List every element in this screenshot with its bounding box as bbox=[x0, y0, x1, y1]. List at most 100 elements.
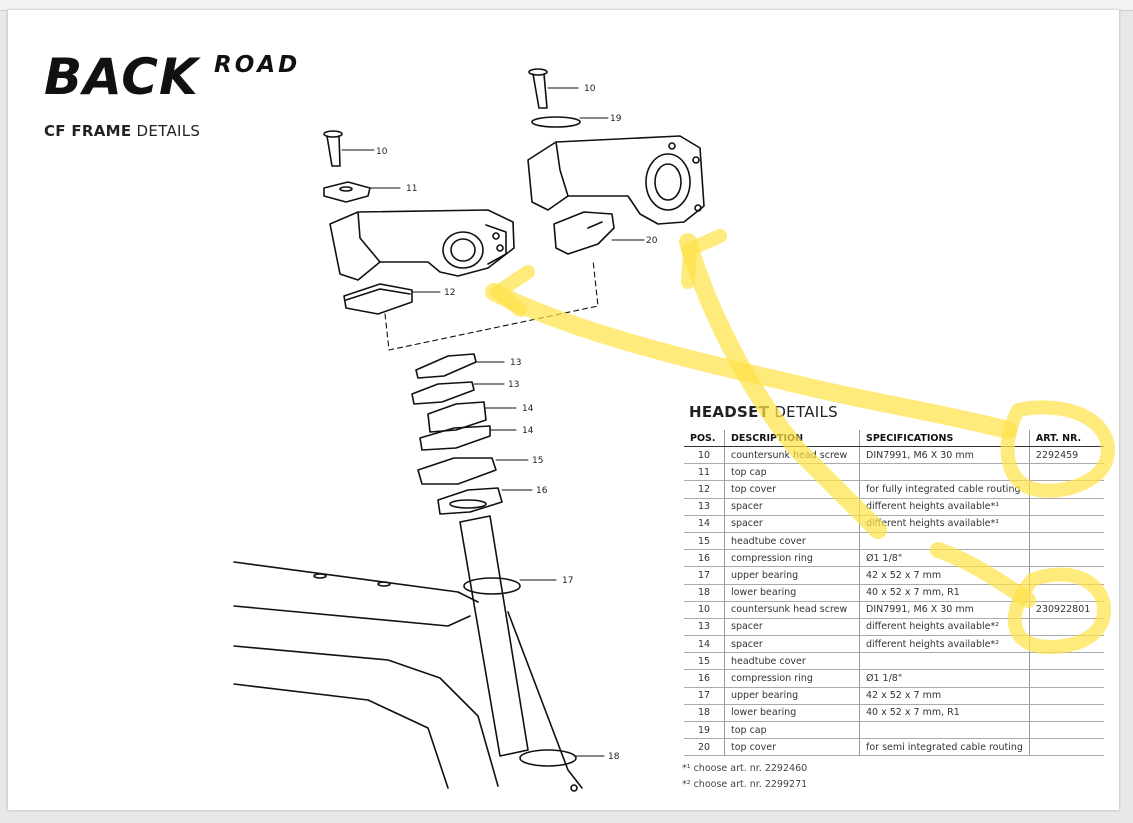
cell-specifications: different heights available*² bbox=[859, 635, 1030, 654]
cell-description: upper bearing bbox=[724, 687, 860, 705]
footnote-2: *² choose art. nr. 2299271 bbox=[682, 779, 808, 790]
cell-pos: 14 bbox=[684, 635, 725, 654]
document-page: BACK ROAD CF FRAME DETAILS bbox=[8, 10, 1119, 810]
cell-description: compression ring bbox=[724, 669, 860, 688]
cell-pos: 20 bbox=[684, 738, 725, 757]
frame-outline bbox=[233, 561, 583, 792]
frame-details-title-rest: DETAILS bbox=[131, 122, 201, 140]
cell-pos: 18 bbox=[684, 704, 725, 723]
cell-art-nr bbox=[1028, 498, 1104, 516]
stem-a-top-cover bbox=[343, 283, 413, 315]
cell-art-nr bbox=[1028, 652, 1104, 671]
cell-specifications: different heights available*² bbox=[859, 618, 1030, 637]
cell-description: lower bearing bbox=[724, 704, 860, 723]
col-header-art-nr: ART. NR. bbox=[1028, 430, 1104, 447]
cell-description: top cap bbox=[724, 721, 860, 740]
callout-b10: 10 bbox=[584, 84, 596, 94]
cell-pos: 19 bbox=[684, 721, 725, 740]
cell-description: top cover bbox=[724, 738, 860, 757]
cell-description: spacer bbox=[724, 515, 860, 533]
cell-specifications bbox=[859, 532, 1030, 551]
callout-a11: 11 bbox=[406, 184, 417, 194]
callout-a10: 10 bbox=[376, 147, 388, 157]
cell-art-nr bbox=[1028, 566, 1104, 585]
cell-specifications: 40 x 52 x 7 mm, R1 bbox=[859, 704, 1030, 723]
callout-s17: 17 bbox=[562, 576, 573, 586]
cell-pos: 13 bbox=[684, 498, 725, 516]
cell-specifications: DIN7991, M6 X 30 mm bbox=[859, 601, 1030, 619]
cell-art-nr bbox=[1028, 738, 1104, 757]
headset-details-title-bold: HEADSET bbox=[689, 403, 770, 421]
cell-pos: 12 bbox=[684, 480, 725, 499]
col-header-specifications: SPECIFICATIONS bbox=[859, 430, 1030, 447]
cell-pos: 15 bbox=[684, 652, 725, 671]
cell-pos: 17 bbox=[684, 687, 725, 705]
cell-specifications bbox=[859, 463, 1030, 482]
cell-specifications: different heights available*¹ bbox=[859, 515, 1030, 533]
frame-details-title: CF FRAME DETAILS bbox=[44, 122, 200, 140]
cell-pos: 14 bbox=[684, 515, 725, 533]
table-header-row: POS. DESCRIPTION SPECIFICATIONS ART. NR. bbox=[684, 430, 1104, 447]
col-header-pos: POS. bbox=[684, 430, 725, 447]
cell-pos: 11 bbox=[684, 463, 725, 482]
steerer-tube bbox=[459, 515, 529, 757]
headset-details-table: POS. DESCRIPTION SPECIFICATIONS ART. NR.… bbox=[684, 430, 1104, 757]
assembly-guide-line bbox=[384, 259, 599, 351]
cell-pos: 13 bbox=[684, 618, 725, 637]
stem-b-body bbox=[527, 135, 705, 225]
cell-description: spacer bbox=[724, 498, 860, 516]
cell-specifications: for fully integrated cable routing bbox=[859, 480, 1030, 499]
brand-logo: BACK ROAD bbox=[44, 48, 297, 106]
cell-art-nr bbox=[1028, 618, 1104, 637]
cell-pos: 16 bbox=[684, 669, 725, 688]
cell-art-nr bbox=[1028, 480, 1104, 499]
cell-art-nr bbox=[1028, 635, 1104, 654]
cell-pos: 10 bbox=[684, 601, 725, 619]
col-header-description: DESCRIPTION bbox=[724, 430, 860, 447]
cell-specifications bbox=[859, 652, 1030, 671]
cell-art-nr bbox=[1028, 704, 1104, 723]
cell-art-nr: 230922801 bbox=[1028, 601, 1104, 619]
cell-specifications: 40 x 52 x 7 mm, R1 bbox=[859, 584, 1030, 602]
headset-details-title: HEADSET DETAILS bbox=[689, 403, 838, 421]
callout-s13b: 13 bbox=[508, 380, 519, 390]
cell-art-nr: 2292459 bbox=[1028, 446, 1104, 465]
cell-art-nr bbox=[1028, 687, 1104, 705]
cell-description: spacer bbox=[724, 635, 860, 654]
cell-specifications: 42 x 52 x 7 mm bbox=[859, 687, 1030, 705]
cell-specifications: for semi integrated cable routing bbox=[859, 738, 1030, 757]
cell-art-nr bbox=[1028, 515, 1104, 533]
upper-bearing-seat bbox=[463, 577, 521, 595]
callout-b19: 19 bbox=[610, 114, 622, 124]
headset-stack bbox=[411, 353, 503, 515]
cell-specifications: 42 x 52 x 7 mm bbox=[859, 566, 1030, 585]
callout-a12: 12 bbox=[444, 288, 455, 298]
cell-pos: 10 bbox=[684, 446, 725, 465]
cell-art-nr bbox=[1028, 669, 1104, 688]
callout-b20: 20 bbox=[646, 236, 658, 246]
cell-description: top cap bbox=[724, 463, 860, 482]
callout-s13a: 13 bbox=[510, 358, 521, 368]
callout-s18: 18 bbox=[608, 752, 620, 762]
cell-description: headtube cover bbox=[724, 652, 860, 671]
footnote-1: *¹ choose art. nr. 2292460 bbox=[682, 763, 808, 774]
cell-pos: 16 bbox=[684, 549, 725, 568]
stem-a-body bbox=[329, 209, 515, 281]
cell-specifications: different heights available*¹ bbox=[859, 498, 1030, 516]
cell-description: upper bearing bbox=[724, 566, 860, 585]
cell-pos: 18 bbox=[684, 584, 725, 602]
cell-specifications: Ø1 1/8" bbox=[859, 669, 1030, 688]
